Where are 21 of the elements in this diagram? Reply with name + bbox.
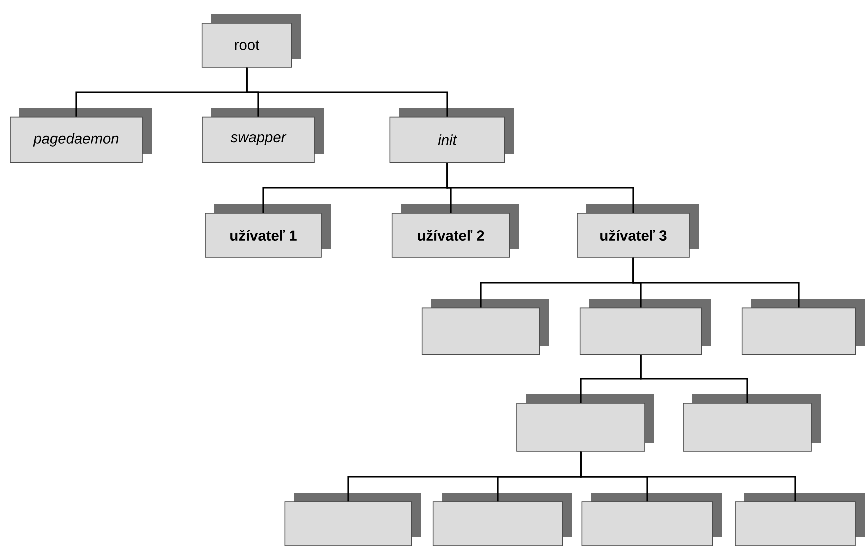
process-box: swapper	[202, 108, 324, 164]
empty-box	[582, 493, 722, 546]
process-box: užívateľ 2	[392, 204, 519, 258]
connector-line	[640, 355, 748, 404]
process-box: užívateľ 1	[205, 204, 331, 258]
empty-box	[284, 493, 421, 546]
empty-box	[742, 299, 866, 356]
process-box: init	[390, 108, 514, 164]
connector-line	[580, 452, 796, 502]
connector-line	[446, 163, 634, 214]
empty-box	[516, 394, 654, 452]
empty-box	[683, 394, 821, 452]
connector-line	[246, 68, 448, 117]
process-box: pagedaemon	[10, 108, 152, 164]
process-box: root	[202, 14, 301, 68]
connector-line	[632, 258, 800, 308]
process-box: užívateľ 3	[577, 204, 699, 258]
empty-box	[422, 299, 549, 356]
empty-box	[580, 299, 711, 356]
empty-box	[432, 493, 572, 546]
empty-box	[735, 493, 866, 546]
